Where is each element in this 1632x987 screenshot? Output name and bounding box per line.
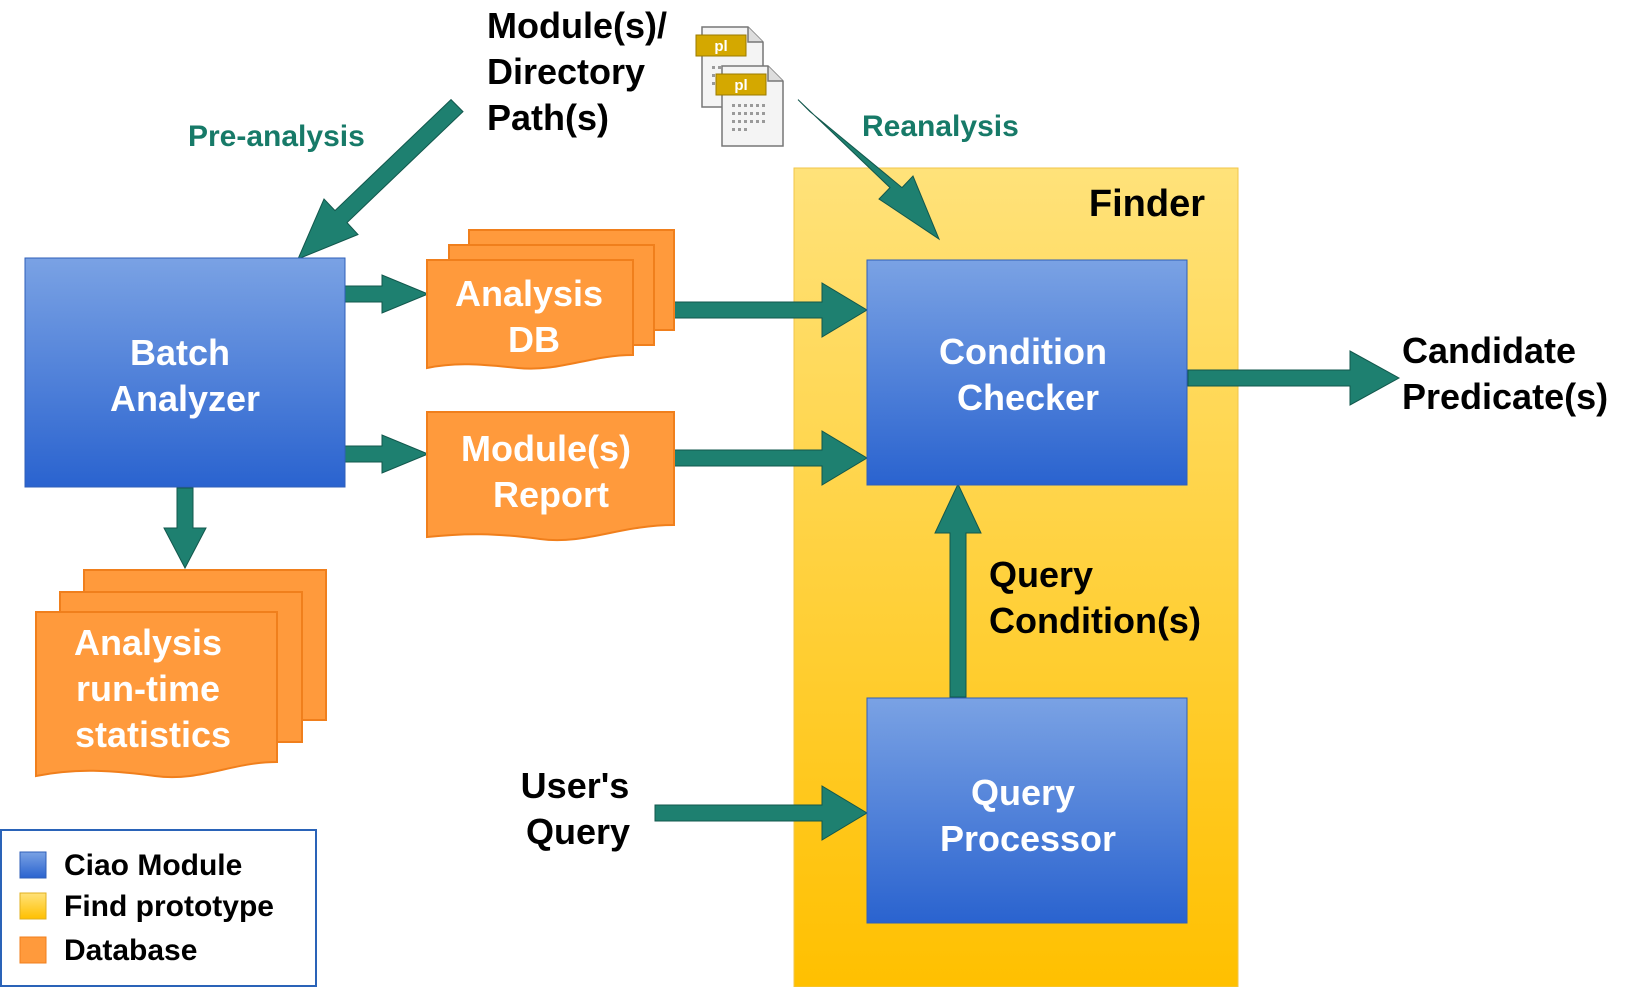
analysis-db <box>426 229 675 370</box>
reanalysis-label: Reanalysis <box>862 110 1019 143</box>
legend-label-ciao-module: Ciao Module <box>64 849 242 882</box>
finder-title: Finder <box>1089 183 1205 225</box>
arrow-userquery-to-processor <box>654 785 868 841</box>
condition-checker-box <box>866 259 1188 486</box>
runtime-stats <box>35 569 327 779</box>
query-processor-box <box>866 697 1188 924</box>
arrow-batch-to-report <box>344 434 430 474</box>
batch-analyzer-label: Batch Analyzer <box>110 332 260 419</box>
query-processor-label: Query Processor <box>940 772 1116 859</box>
runtime-stats-label: Analysis run-time statistics <box>74 622 232 755</box>
file-icon-front-tag <box>715 73 767 96</box>
file-icon-back-text: pl <box>714 38 727 55</box>
module-report-page <box>426 411 675 542</box>
users-query-label: User's Query <box>521 765 640 852</box>
legend-label-database: Database <box>64 934 197 967</box>
condition-checker-label: Condition Checker <box>939 331 1117 418</box>
arrow-analysisdb-to-checker <box>673 282 868 338</box>
pre-analysis-label: Pre-analysis <box>188 120 365 153</box>
query-conditions-label: Query Condition(s) <box>989 554 1201 641</box>
arrow-batch-to-stats <box>163 487 207 570</box>
legend-box <box>0 829 317 987</box>
arrow-processor-to-checker <box>934 482 982 698</box>
reanalysis-arrow <box>797 99 941 241</box>
file-icon-front-text: pl <box>734 77 747 94</box>
modules-path-label: Module(s)/ Directory Path(s) <box>487 5 677 138</box>
arrow-batch-to-analysisdb <box>344 274 430 314</box>
legend: Ciao Module Find prototype Database <box>0 829 317 987</box>
module-report <box>426 411 675 542</box>
file-icon-back-fold <box>747 27 763 43</box>
file-icon-front: pl <box>715 65 784 147</box>
analysis-db-label: Analysis DB <box>455 273 613 360</box>
runtime-stats-page-front <box>35 611 278 779</box>
file-icon-front-fold <box>767 66 783 82</box>
legend-label-find-prototype: Find prototype <box>64 890 274 923</box>
arrows <box>163 98 1401 841</box>
legend-swatch-database <box>19 936 47 964</box>
arrow-checker-to-candidate <box>1187 350 1401 406</box>
legend-swatch-ciao-module <box>19 851 47 879</box>
legend-swatch-find-prototype <box>19 892 47 920</box>
analysis-db-page-front <box>426 259 634 370</box>
candidate-predicates-label: Candidate Predicate(s) <box>1402 330 1608 417</box>
pre-analysis-arrow <box>297 98 464 260</box>
batch-analyzer-box <box>24 257 346 488</box>
arrow-report-to-checker <box>673 430 868 486</box>
file-icon-back-tag <box>695 34 747 57</box>
module-report-label: Module(s) Report <box>461 428 641 515</box>
